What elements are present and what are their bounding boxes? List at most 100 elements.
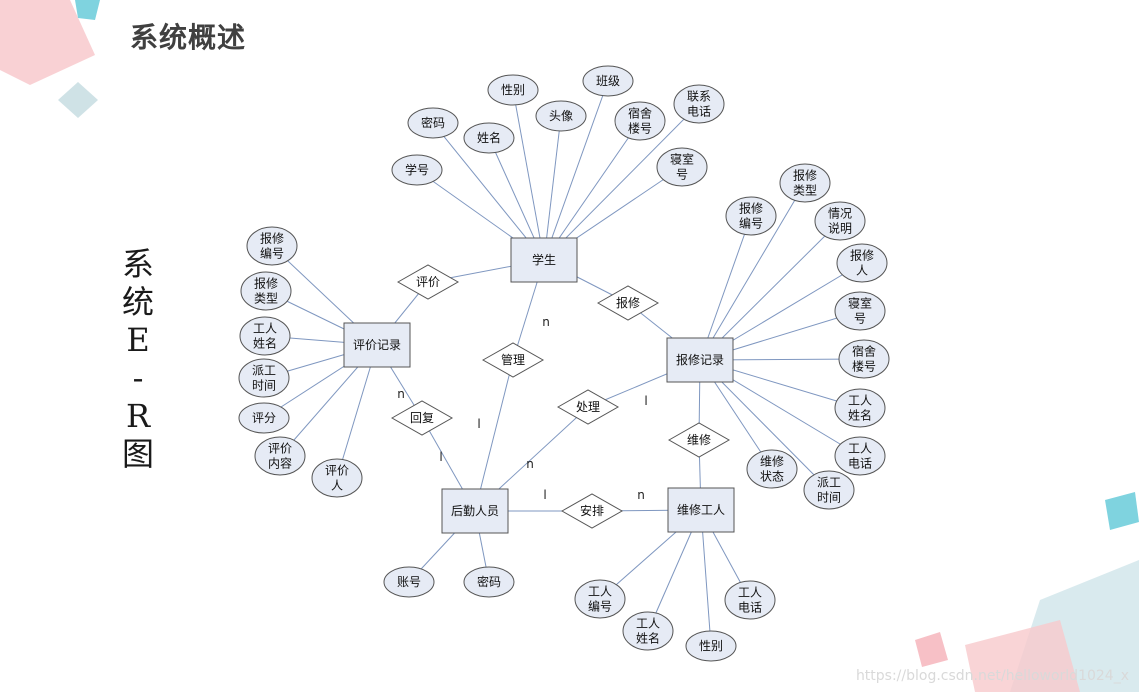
node-label: 说明 — [828, 221, 852, 236]
node-label: 电话 — [848, 457, 872, 471]
node-label: 密码 — [421, 115, 445, 130]
node-label: 维修 — [760, 454, 784, 469]
node-label: 报修 — [850, 248, 874, 263]
node-label: 账号 — [397, 575, 421, 589]
node-label: 电话 — [687, 105, 711, 119]
node-label: 编号 — [739, 216, 763, 231]
node-label: 姓名 — [253, 336, 277, 351]
node-label: 安排 — [580, 503, 604, 518]
slide-title: 系统概述 — [130, 16, 246, 56]
node-label: 号 — [676, 168, 688, 182]
node-label: 电话 — [738, 601, 762, 615]
diagram-nodes: 学生评价记录报修记录后勤人员维修工人评价报修管理处理回复维修安排学号密码姓名性别… — [239, 66, 889, 661]
attribute-p8: 工人电话 — [835, 437, 885, 475]
attribute-h2: 密码 — [464, 567, 514, 597]
attribute-w3: 性别 — [686, 631, 736, 661]
watermark: https://blog.csdn.net/helloworld1024_x — [856, 668, 1129, 684]
attribute-h1: 账号 — [384, 567, 434, 597]
node-label: 报修 — [254, 276, 278, 291]
entity-student: 学生 — [511, 238, 577, 282]
node-label: 报修 — [739, 201, 763, 216]
node-label: 姓名 — [477, 130, 501, 145]
connector-line — [475, 360, 513, 511]
cardinality-label: l — [439, 450, 442, 464]
attribute-e5: 评分 — [239, 403, 289, 433]
node-label: 派工 — [252, 364, 276, 378]
side-title-char: 系 — [118, 245, 158, 283]
node-label: 编号 — [588, 599, 612, 614]
decor-bottom-right — [915, 492, 1139, 692]
relationship-r_handle: 处理 — [558, 390, 618, 424]
node-label: 报修 — [616, 295, 640, 310]
cardinality-label: l — [477, 417, 480, 431]
node-label: 回复 — [410, 411, 434, 425]
cardinality-label: l — [543, 488, 546, 502]
relationship-r_reply: 回复 — [392, 401, 452, 435]
entity-staff: 后勤人员 — [442, 489, 508, 533]
relationship-r_report: 报修 — [598, 286, 658, 320]
node-label: 工人 — [738, 586, 762, 600]
attribute-e6: 评价内容 — [255, 437, 305, 475]
attribute-p10: 维修状态 — [747, 450, 797, 488]
node-label: 姓名 — [636, 631, 660, 646]
side-title: 系 统 E - R 图 — [118, 245, 158, 473]
attribute-s6: 班级 — [583, 66, 633, 96]
node-label: 时间 — [252, 379, 276, 393]
node-label: 维修工人 — [677, 502, 725, 517]
node-label: 管理 — [501, 352, 525, 367]
attribute-p2: 报修类型 — [780, 164, 830, 202]
node-label: 报修记录 — [676, 352, 724, 367]
node-label: 评价 — [416, 275, 440, 289]
node-label: 寝室 — [848, 296, 872, 311]
side-title-char: R — [118, 397, 158, 435]
node-label: 维修 — [687, 432, 711, 447]
node-label: 编号 — [260, 246, 284, 261]
node-label: 派工 — [817, 476, 841, 490]
side-title-char: 统 — [118, 283, 158, 321]
node-label: 学号 — [405, 162, 429, 177]
node-label: 内容 — [268, 456, 292, 471]
node-label: 联系 — [687, 90, 711, 104]
relationship-r_assign: 安排 — [562, 494, 622, 528]
relationship-r_eval: 评价 — [398, 265, 458, 299]
node-label: 工人 — [588, 585, 612, 599]
attribute-s9: 寝室号 — [657, 148, 707, 186]
node-label: 评价 — [268, 442, 292, 456]
node-label: 类型 — [793, 184, 817, 198]
node-label: 楼号 — [628, 121, 652, 136]
cardinality-label: n — [526, 457, 534, 471]
cardinality-label: l — [644, 394, 647, 408]
node-label: 宿舍 — [628, 106, 652, 121]
attribute-e2: 报修类型 — [241, 272, 291, 310]
attribute-e7: 评价人 — [312, 459, 362, 497]
attribute-s2: 密码 — [408, 108, 458, 138]
relationship-r_manage: 管理 — [483, 343, 543, 377]
attribute-p4: 报修人 — [837, 244, 887, 282]
cardinality-label: n — [542, 315, 550, 329]
node-label: 性别 — [501, 83, 525, 97]
entity-worker: 维修工人 — [668, 488, 734, 532]
node-label: 工人 — [253, 322, 277, 336]
node-label: 报修 — [260, 231, 284, 246]
node-label: 人 — [331, 479, 343, 493]
node-label: 工人 — [848, 394, 872, 408]
attribute-p9: 派工时间 — [804, 471, 854, 509]
node-label: 宿舍 — [852, 344, 876, 359]
node-label: 状态 — [760, 470, 784, 484]
node-label: 报修 — [793, 168, 817, 183]
node-label: 时间 — [817, 491, 841, 505]
node-label: 密码 — [477, 574, 501, 589]
node-label: 班级 — [596, 74, 620, 88]
node-label: 处理 — [576, 400, 600, 414]
attribute-s1: 学号 — [392, 155, 442, 185]
node-label: 后勤人员 — [451, 504, 499, 518]
attribute-p5: 寝室号 — [835, 292, 885, 330]
side-title-char: 图 — [118, 435, 158, 473]
entity-repair: 报修记录 — [667, 338, 733, 382]
